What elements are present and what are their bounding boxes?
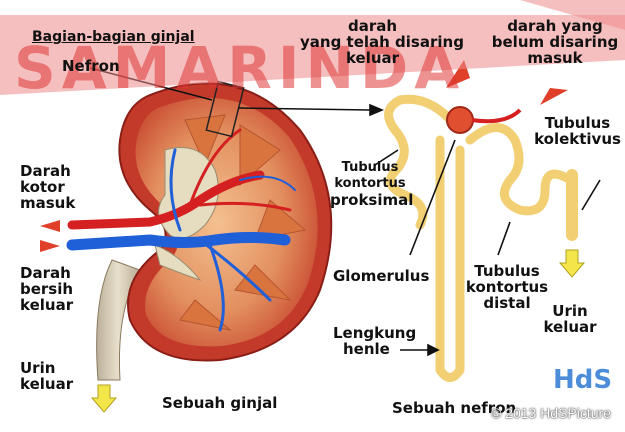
label-darah-masuk: darah yang belum disaring masuk (490, 18, 620, 66)
label-urin-keluar-left: Urin keluar (20, 360, 73, 392)
label-nefron: Nefron (62, 58, 120, 74)
hds-logo: HdS (553, 365, 612, 395)
diagram-title: Bagian-bagian ginjal (32, 29, 195, 45)
label-darah-bersih-keluar: Darah bersih keluar (20, 265, 73, 313)
copyright-text: © 2013 HdSPicture (491, 405, 611, 421)
label-darah-kotor-masuk: Darah kotor masuk (20, 163, 75, 211)
label-darah-keluar: darah yang telah disaring keluar (300, 18, 445, 66)
label-tubulus-proksimal: Tubulus kontortus proksimal (330, 160, 410, 208)
caption-sebuah-ginjal: Sebuah ginjal (162, 395, 277, 411)
glomerulus-ball (447, 107, 473, 133)
label-urin-keluar-right: Urin keluar (535, 303, 605, 335)
label-glomerulus: Glomerulus (333, 268, 429, 284)
label-tubulus-kolektivus: Tubulus kolektivus (530, 115, 625, 147)
label-lengkung-henle: Lengkung henle (333, 325, 416, 357)
